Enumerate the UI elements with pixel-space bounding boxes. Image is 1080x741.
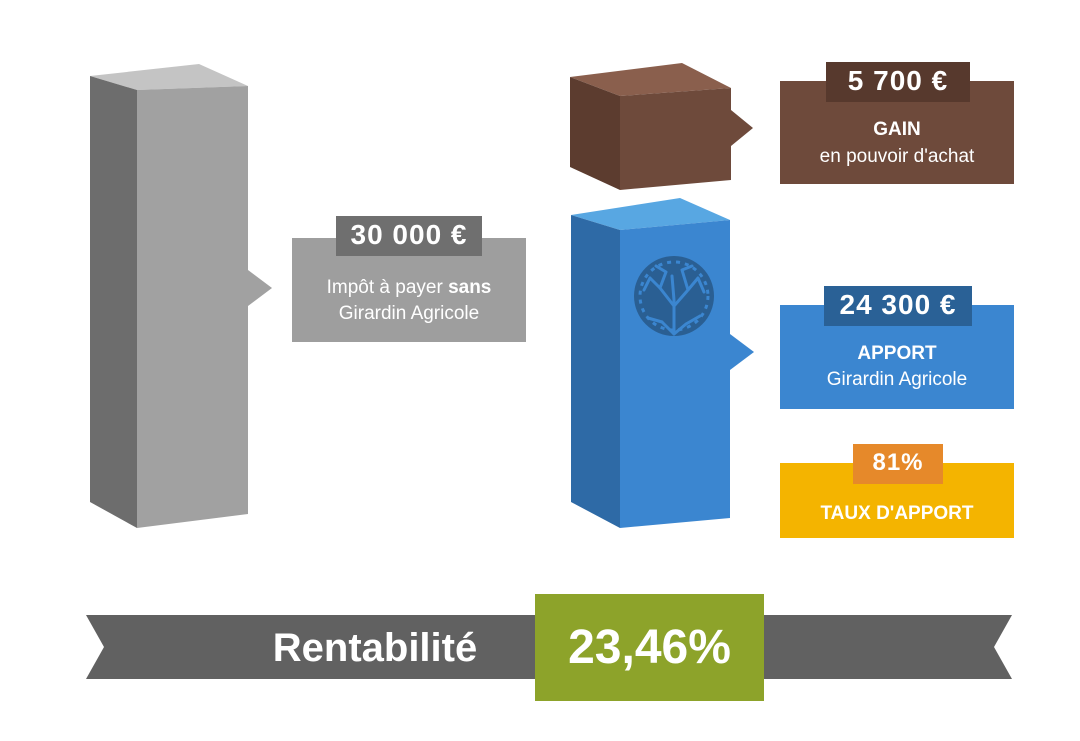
apport-amount: 24 300 € [824, 286, 972, 326]
tree-of-life-icon [634, 256, 714, 336]
apport-arrow [730, 334, 754, 370]
apport-subtitle: Girardin Agricole [826, 369, 968, 390]
rentabilite-value-box: 23,46% [535, 594, 764, 701]
taux-amount: 81% [853, 444, 943, 484]
gain-amount: 5 700 € [826, 62, 970, 102]
gain-subtitle: en pouvoir d'achat [819, 146, 975, 167]
gain-arrow [731, 110, 753, 146]
rentabilite-value: 23,46% [568, 621, 731, 674]
tax-column-front-face [137, 86, 248, 528]
apport-title: APPORT [857, 343, 937, 364]
tax-label-regular: Impôt à payer [326, 277, 449, 298]
taux-title: TAUX D'APPORT [820, 503, 974, 524]
gain-cube-left-face [570, 77, 620, 190]
tax-column-left-face [90, 76, 137, 528]
apport-column-left-face [571, 215, 620, 528]
tax-column-top [90, 64, 248, 90]
gain-cube-front-face [620, 88, 731, 190]
taux-label-box: TAUX D'APPORT [780, 463, 1014, 538]
tax-arrow [248, 270, 272, 306]
tax-label-text: Impôt à payer sans Girardin Agricole [292, 275, 526, 327]
tax-amount: 30 000 € [336, 216, 482, 256]
gain-title: GAIN [873, 119, 921, 140]
rentabilite-label: Rentabilité [272, 626, 478, 670]
gain-cube-top [570, 63, 731, 96]
tax-label-bold: sans [448, 277, 492, 298]
apport-column-top [571, 198, 730, 230]
tax-label-line2: Girardin Agricole [338, 303, 480, 324]
